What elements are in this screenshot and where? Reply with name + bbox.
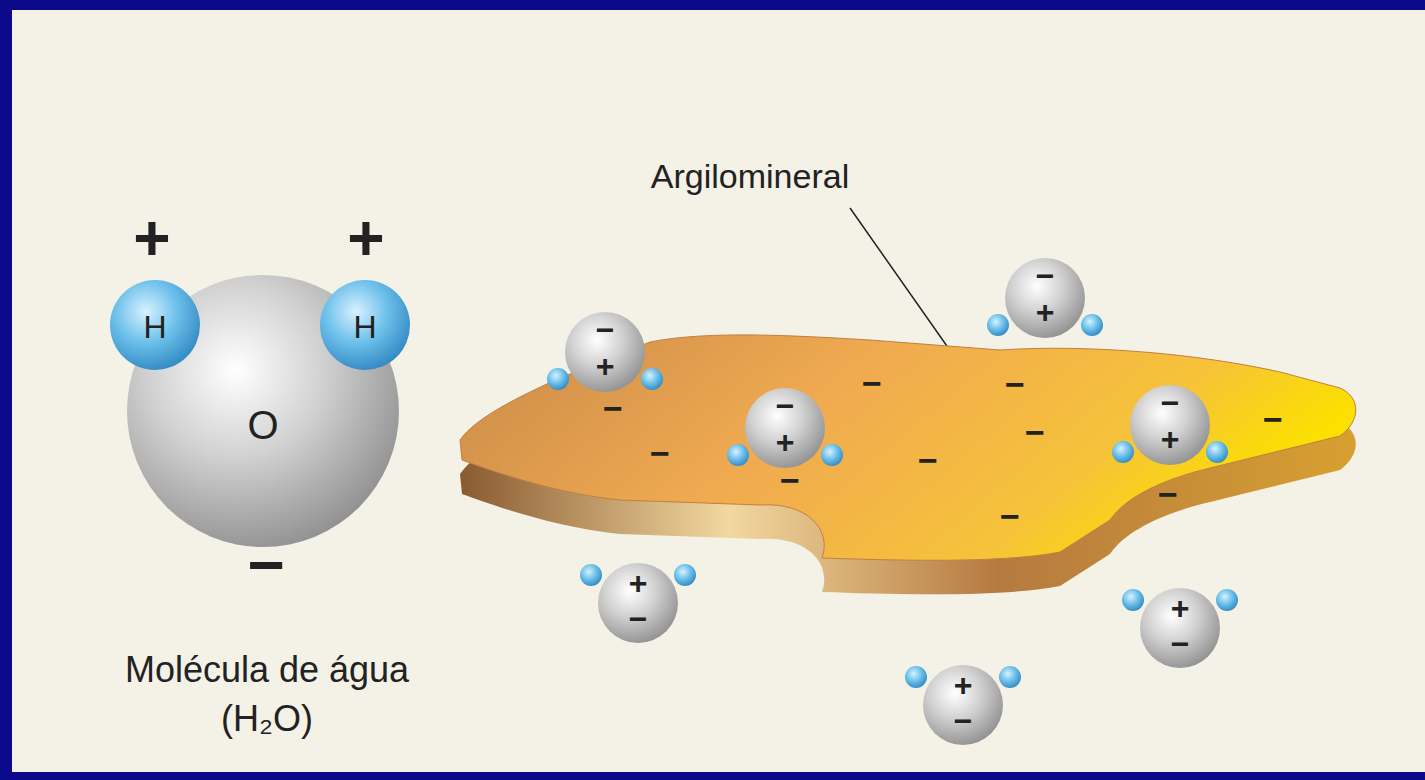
charge-sign: − (1263, 402, 1283, 436)
water-molecule: +− (1118, 573, 1242, 683)
hydrogen-dot (580, 564, 602, 586)
charge-sign: − (1025, 415, 1045, 449)
charge-sign: − (776, 390, 795, 422)
atom-symbol: H (353, 311, 376, 343)
charge-sign: − (780, 463, 800, 497)
charge-sign: − (650, 436, 670, 470)
hydrogen-dot (905, 666, 927, 688)
water-molecule: −+ (543, 297, 667, 407)
oxygen-sphere (923, 665, 1003, 745)
charge-sign: − (603, 391, 623, 425)
hydrogen-dot (727, 444, 749, 466)
oxygen-sphere (1130, 385, 1210, 465)
charge-sign: − (1000, 499, 1020, 533)
charge-sign: + (347, 206, 384, 270)
charge-sign: − (862, 366, 882, 400)
hydrogen-atom: H (108, 278, 202, 372)
charge-sign: + (776, 426, 795, 458)
charge-sign: + (629, 567, 648, 599)
water-molecule: +− (901, 650, 1025, 760)
hydrogen-atom: H (318, 278, 412, 372)
water-molecule: −+ (983, 243, 1107, 353)
atom-symbol: O (247, 405, 278, 445)
hydrogen-dot (674, 564, 696, 586)
charge-sign: − (918, 443, 938, 477)
water-molecule: +− (576, 548, 700, 658)
water-molecule: −+ (1108, 370, 1232, 480)
charge-sign: + (596, 350, 615, 382)
oxygen-sphere (565, 312, 645, 392)
oxygen-sphere (1140, 588, 1220, 668)
charge-sign: + (1171, 592, 1190, 624)
oxygen-sphere (598, 563, 678, 643)
charge-sign: + (133, 206, 170, 270)
caption-label: Molécula de água (H₂O) (102, 646, 432, 743)
charge-sign: − (1158, 477, 1178, 511)
atom-sphere (127, 275, 399, 547)
oxygen-sphere (1005, 258, 1085, 338)
page-ground (12, 10, 1425, 772)
atom-symbol: H (143, 311, 166, 343)
hydrogen-dot (1081, 314, 1103, 336)
hydrogen-dot (1122, 589, 1144, 611)
charge-sign: − (1161, 387, 1180, 419)
charge-sign: + (1161, 423, 1180, 455)
hydrogen-dot (547, 368, 569, 390)
atom-sphere (320, 280, 410, 370)
charge-sign: − (1171, 628, 1190, 660)
hydrogen-dot (999, 666, 1021, 688)
oxygen-sphere (745, 388, 825, 468)
hydrogen-dot (1216, 589, 1238, 611)
charge-sign: − (596, 314, 615, 346)
hydrogen-dot (1112, 441, 1134, 463)
hydrogen-dot (641, 368, 663, 390)
hydrogen-dot (987, 314, 1009, 336)
part-name: Argilomineral (651, 159, 849, 193)
charge-sign: − (1005, 367, 1025, 401)
charge-sign: + (1036, 296, 1055, 328)
water-molecule: −+ (723, 373, 847, 483)
atom-sphere (110, 280, 200, 370)
hydrogen-dot (1206, 441, 1228, 463)
hydrogen-dot (821, 444, 843, 466)
charge-sign: − (1036, 260, 1055, 292)
charge-sign: − (629, 603, 648, 635)
charge-sign: + (954, 669, 973, 701)
charge-sign: − (954, 705, 973, 737)
